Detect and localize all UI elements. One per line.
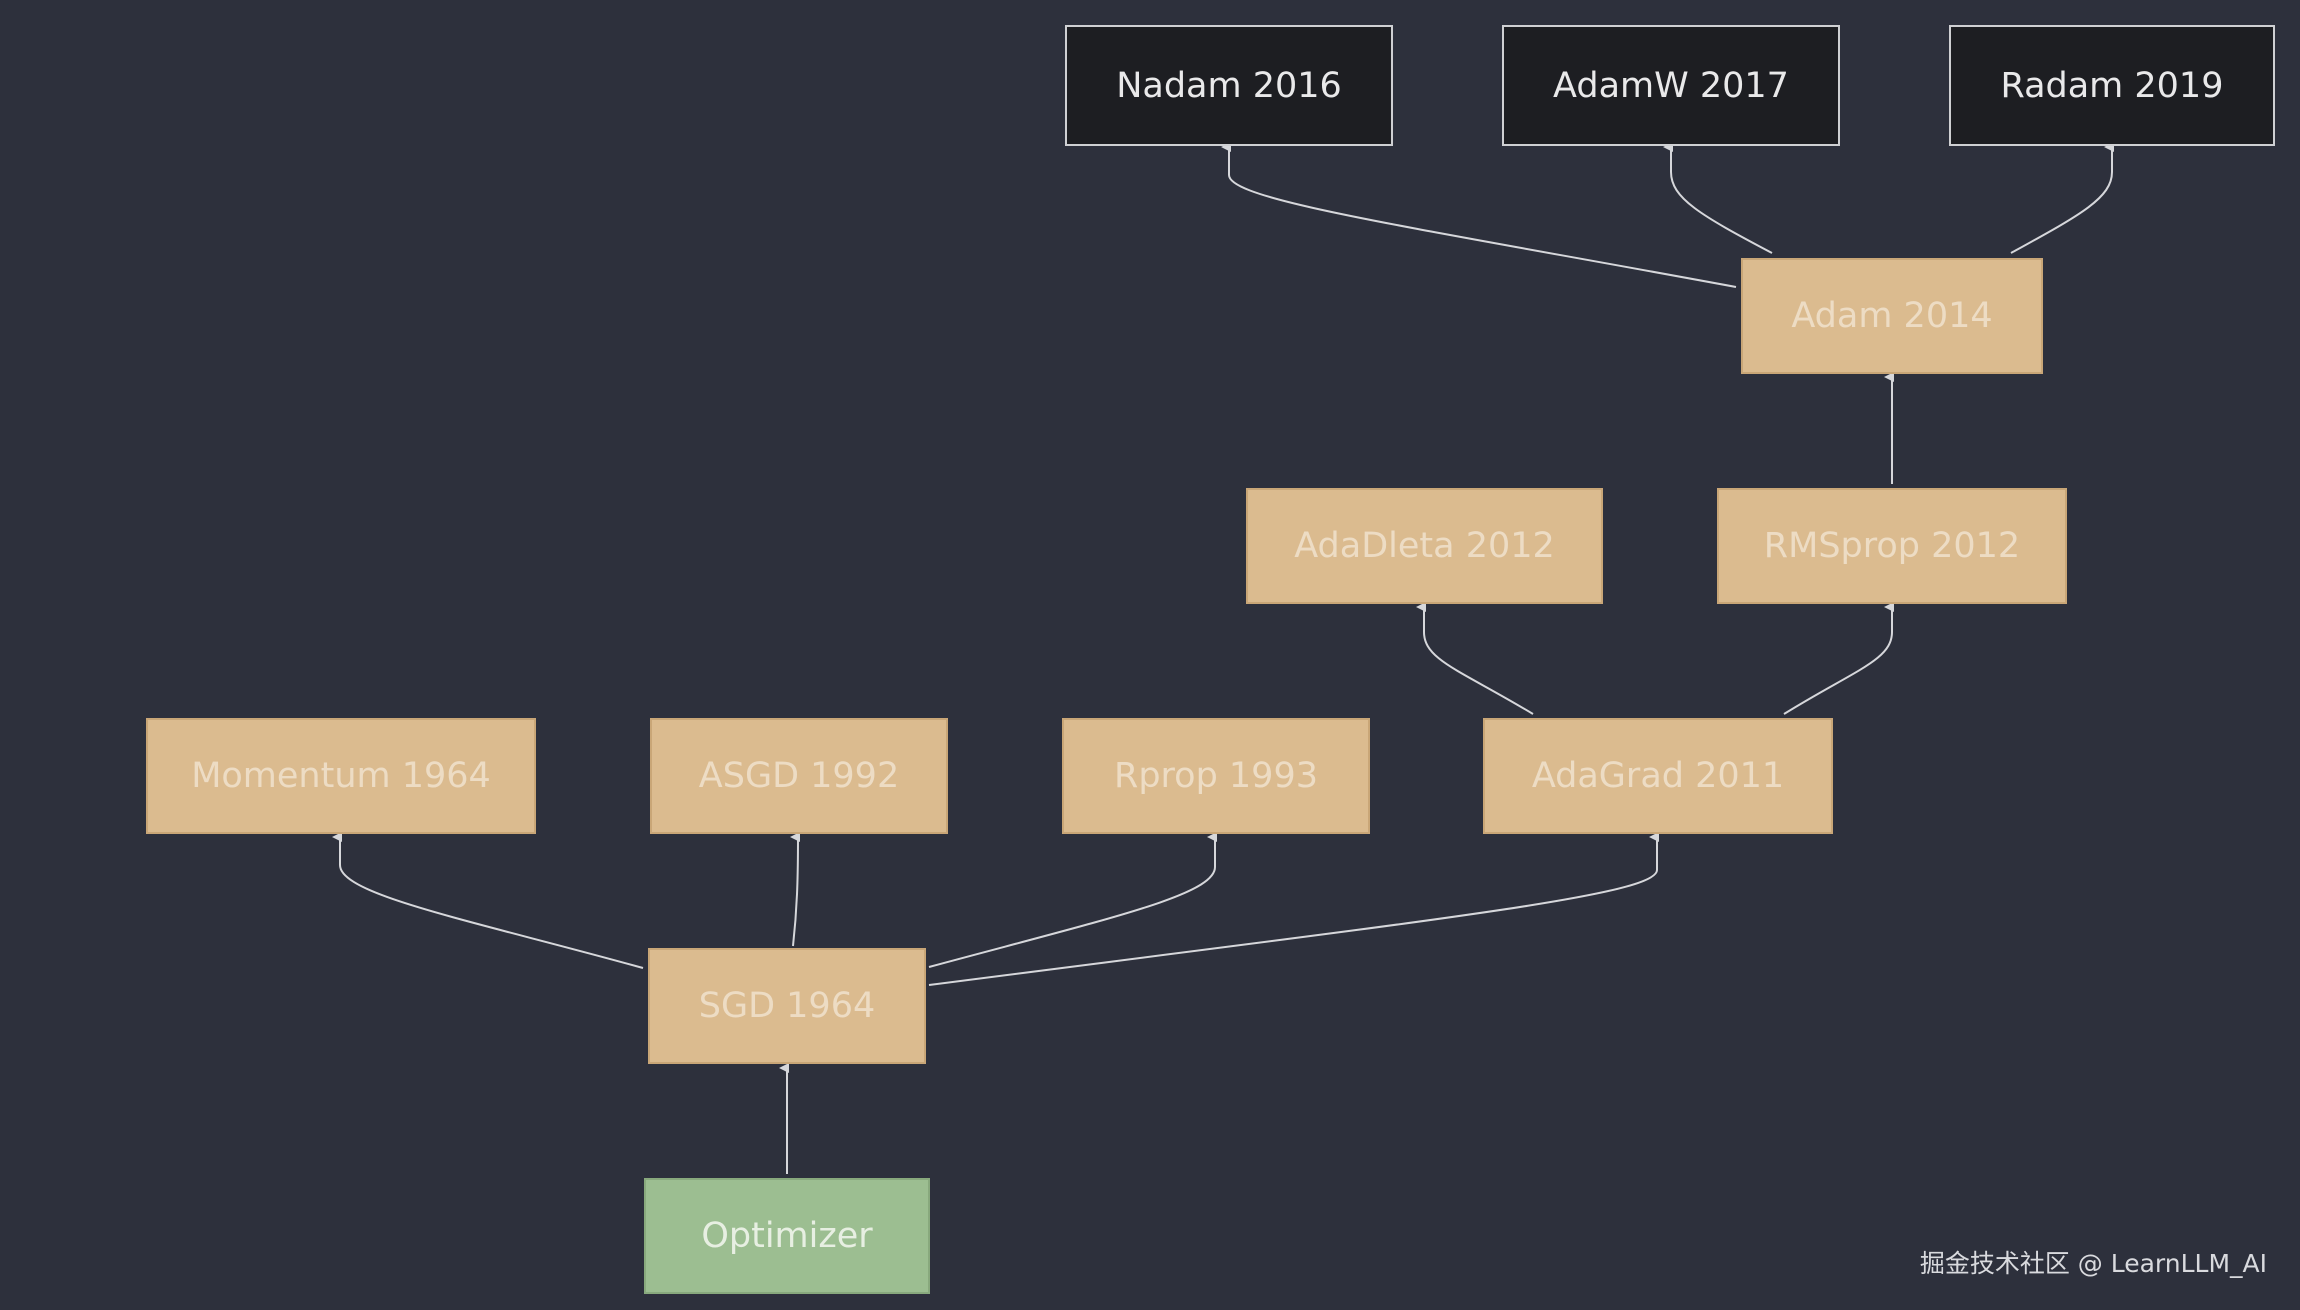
node-momentum: Momentum 1964 bbox=[146, 718, 536, 834]
node-rmsprop-label: RMSprop 2012 bbox=[1763, 526, 2021, 566]
edge-adam-nadam bbox=[1221, 142, 1737, 288]
node-adamw: AdamW 2017 bbox=[1502, 25, 1840, 146]
node-momentum-label: Momentum 1964 bbox=[191, 756, 491, 796]
edge-sgd-momentum bbox=[332, 832, 644, 969]
node-nadam-label: Nadam 2016 bbox=[1116, 65, 1342, 106]
edge-adam-adamw bbox=[1663, 142, 1773, 254]
node-sgd: SGD 1964 bbox=[648, 948, 926, 1064]
node-adamw-label: AdamW 2017 bbox=[1553, 65, 1789, 106]
edge-adagrad-adadelta bbox=[1416, 602, 1534, 715]
edge-sgd-rprop bbox=[928, 832, 1217, 968]
node-nadam: Nadam 2016 bbox=[1065, 25, 1393, 146]
node-asgd-label: ASGD 1992 bbox=[698, 756, 900, 796]
node-asgd: ASGD 1992 bbox=[650, 718, 948, 834]
node-adam: Adam 2014 bbox=[1741, 258, 2043, 374]
edge-sgd-adagrad bbox=[928, 832, 1659, 986]
node-radam-label: Radam 2019 bbox=[2000, 65, 2224, 106]
watermark: 掘金技术社区 @ LearnLLM_AI bbox=[1919, 1249, 2267, 1278]
node-rmsprop: RMSprop 2012 bbox=[1717, 488, 2067, 604]
edge-sgd-asgd bbox=[790, 832, 801, 947]
node-adagrad: AdaGrad 2011 bbox=[1483, 718, 1833, 834]
node-adadelta-label: AdaDleta 2012 bbox=[1294, 526, 1555, 566]
node-rprop-label: Rprop 1993 bbox=[1114, 756, 1318, 796]
node-adadelta: AdaDleta 2012 bbox=[1246, 488, 1603, 604]
node-radam: Radam 2019 bbox=[1949, 25, 2275, 146]
node-sgd-label: SGD 1964 bbox=[698, 986, 876, 1026]
edge-adagrad-rmsprop bbox=[1783, 602, 1894, 715]
node-adam-label: Adam 2014 bbox=[1791, 296, 1993, 336]
node-adagrad-label: AdaGrad 2011 bbox=[1531, 756, 1785, 796]
node-optimizer-label: Optimizer bbox=[701, 1216, 873, 1256]
edge-adam-radam bbox=[2010, 142, 2114, 254]
node-optimizer: Optimizer bbox=[644, 1178, 930, 1294]
node-rprop: Rprop 1993 bbox=[1062, 718, 1370, 834]
